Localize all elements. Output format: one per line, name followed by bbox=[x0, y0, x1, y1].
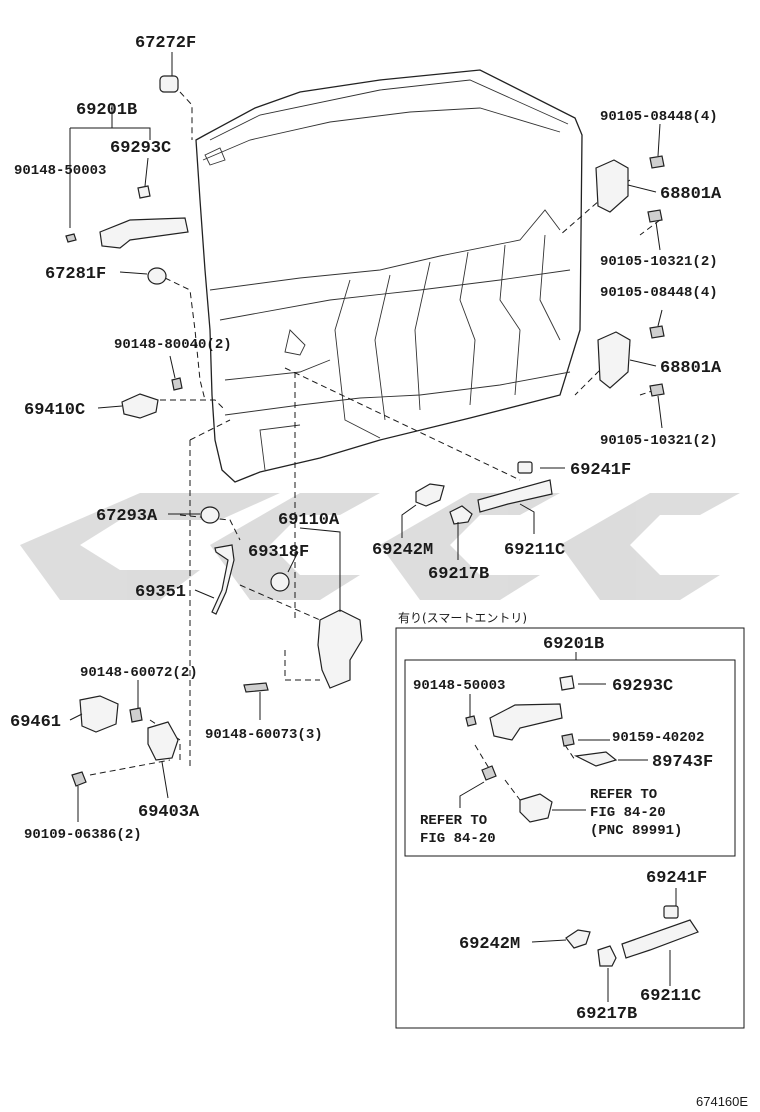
part-67281F bbox=[147, 267, 167, 285]
label-67293A: 67293A bbox=[96, 507, 158, 526]
inset-label-69211C: 69211C bbox=[640, 987, 701, 1006]
inset-label-89743F: 89743F bbox=[652, 753, 713, 772]
inset-part-69293C bbox=[559, 675, 575, 691]
part-bolt-90148-60072 bbox=[129, 707, 143, 723]
part-69351-rod bbox=[211, 544, 235, 615]
label-90148-60072: 90148-60072(2) bbox=[80, 665, 198, 681]
label-68801A-b: 68801A bbox=[660, 359, 722, 378]
main-labels: 67272F 69201B 69293C 90148-50003 67281F … bbox=[10, 34, 722, 843]
part-68801A-lower bbox=[597, 331, 631, 389]
part-69242M-main bbox=[415, 483, 445, 507]
label-69318F: 69318F bbox=[248, 543, 309, 562]
label-90105-10321-a: 90105-10321(2) bbox=[600, 254, 718, 270]
leader-lines bbox=[69, 52, 663, 822]
inset-part-bolt-90159-40202 bbox=[561, 733, 575, 747]
part-bolt-90105-08448-b bbox=[649, 325, 665, 339]
label-90105-08448-b: 90105-08448(4) bbox=[600, 285, 718, 301]
inset-refer-right-2: FIG 84-20 bbox=[590, 805, 666, 821]
part-68801A-upper bbox=[595, 159, 629, 213]
inset-part-69242M bbox=[565, 929, 591, 949]
part-69410C bbox=[121, 393, 159, 419]
label-90148-60073: 90148-60073(3) bbox=[205, 727, 323, 743]
part-69403A bbox=[147, 721, 179, 761]
part-69461 bbox=[79, 695, 119, 733]
label-69211C-main: 69211C bbox=[504, 541, 565, 560]
inset-refer-left-2: FIG 84-20 bbox=[420, 831, 496, 847]
inset-part-sensor bbox=[519, 793, 553, 823]
inset-part-69217B bbox=[597, 945, 617, 967]
part-bolt-90148-50003 bbox=[65, 233, 77, 243]
inset-heading: 有り(スマートエントリ) bbox=[398, 611, 527, 625]
part-bolt-90148-60073 bbox=[243, 682, 269, 693]
label-90109-06386: 90109-06386(2) bbox=[24, 827, 142, 843]
part-69211C-main bbox=[477, 479, 553, 513]
dashed-reference-lines bbox=[89, 91, 661, 801]
part-69217B-main bbox=[449, 505, 473, 525]
inset-refer-right-3: (PNC 89991) bbox=[590, 823, 682, 839]
label-69110A: 69110A bbox=[278, 511, 340, 530]
inset-label-69241F: 69241F bbox=[646, 869, 707, 888]
label-69461: 69461 bbox=[10, 713, 61, 732]
inset-inner-box bbox=[404, 659, 736, 857]
label-68801A-a: 68801A bbox=[660, 185, 722, 204]
inset-part-69211C bbox=[621, 919, 699, 959]
label-67281F: 67281F bbox=[45, 265, 106, 284]
label-69351: 69351 bbox=[135, 583, 186, 602]
part-bolt-90148-80040 bbox=[171, 377, 183, 391]
label-69403A: 69403A bbox=[138, 803, 200, 822]
inset-label-90159-40202: 90159-40202 bbox=[612, 730, 704, 746]
part-69110A-lock bbox=[317, 609, 363, 689]
inset-label-69293C: 69293C bbox=[612, 677, 673, 696]
label-67272F: 67272F bbox=[135, 34, 196, 53]
label-69293C-top: 69293C bbox=[110, 139, 171, 158]
part-69318F bbox=[270, 572, 290, 592]
label-90105-10321-b: 90105-10321(2) bbox=[600, 433, 718, 449]
inset-part-89743F bbox=[573, 751, 618, 767]
inset-part-69241F bbox=[663, 905, 679, 919]
figure-id: 674160E bbox=[696, 1094, 748, 1109]
inset-label-90148-50003: 90148-50003 bbox=[413, 678, 505, 694]
inset-part-bolt-90148-50003 bbox=[465, 715, 477, 727]
part-67272F bbox=[159, 75, 179, 93]
part-69241F-main bbox=[517, 461, 533, 474]
label-69242M-main: 69242M bbox=[372, 541, 433, 560]
back-door-panel bbox=[195, 69, 583, 483]
inset-label-69201B: 69201B bbox=[543, 635, 604, 654]
parts bbox=[65, 75, 665, 787]
inset-refer-left-1: REFER TO bbox=[420, 813, 487, 829]
part-69201B-handle bbox=[99, 217, 189, 249]
label-69410C: 69410C bbox=[24, 401, 85, 420]
label-69201B-top: 69201B bbox=[76, 101, 137, 120]
inset-label-69242M: 69242M bbox=[459, 935, 520, 954]
part-bolt-90105-10321-b bbox=[649, 383, 665, 397]
inset-outer-box bbox=[395, 627, 745, 1029]
part-69293C-top bbox=[137, 185, 151, 199]
part-67293A bbox=[200, 506, 220, 524]
part-bolt-90105-08448-a bbox=[649, 155, 665, 169]
inset-label-69217B: 69217B bbox=[576, 1005, 637, 1024]
part-bolt-90109-06386 bbox=[71, 771, 87, 787]
label-90105-08448-a: 90105-08448(4) bbox=[600, 109, 718, 125]
smart-entry-inset: 有り(スマートエントリ) 69201B 90148-50003 69293C 9… bbox=[395, 611, 745, 1029]
label-90148-50003-top: 90148-50003 bbox=[14, 163, 106, 179]
label-69241F-main: 69241F bbox=[570, 461, 631, 480]
part-bolt-90105-10321-a bbox=[647, 209, 663, 223]
label-90148-80040: 90148-80040(2) bbox=[114, 337, 232, 353]
inset-refer-right-1: REFER TO bbox=[590, 787, 657, 803]
inset-part-69201B-handle bbox=[489, 703, 563, 741]
inset-part-antenna-left bbox=[481, 765, 497, 781]
label-69217B-main: 69217B bbox=[428, 565, 489, 584]
